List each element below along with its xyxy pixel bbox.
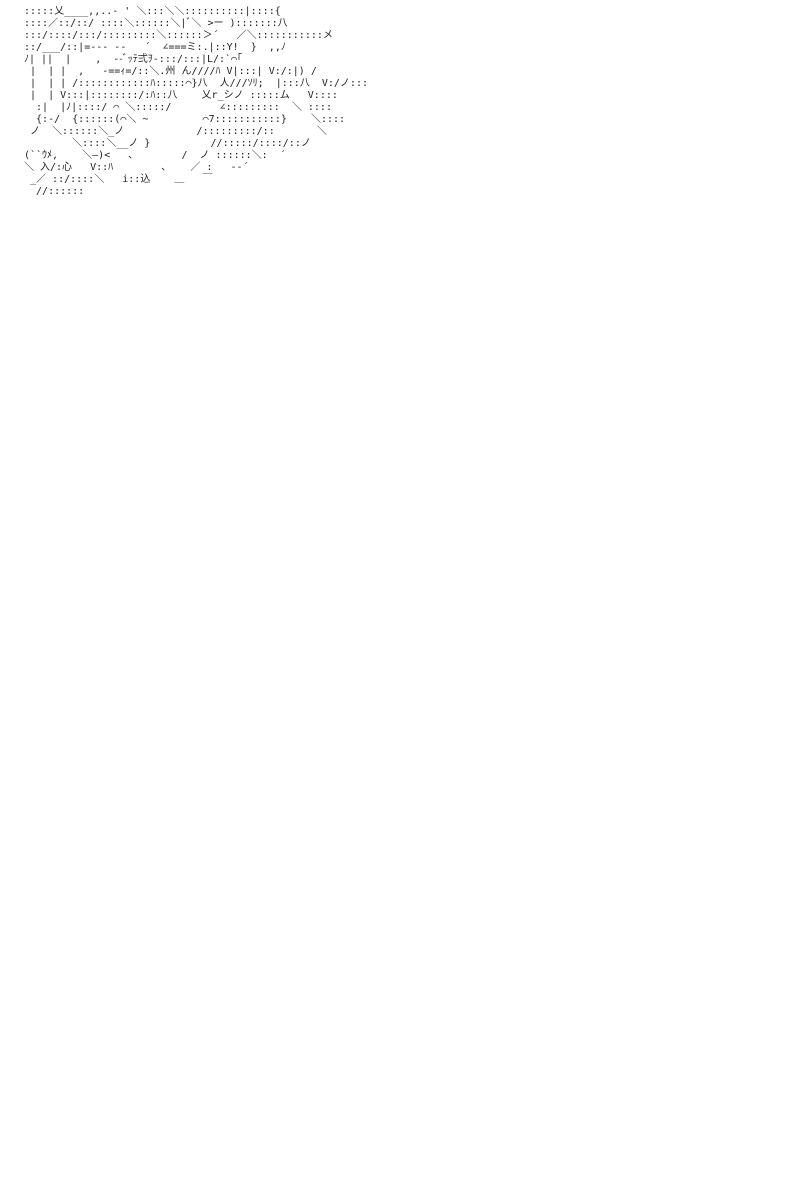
ascii-art-character-1: :::::乂____,,..- ' ＼:::＼＼::::::::::|::::{…	[24, 6, 368, 197]
panel-1: :::::乂____,,..- ' ＼:::＼＼::::::::::|::::{…	[0, 0, 800, 355]
